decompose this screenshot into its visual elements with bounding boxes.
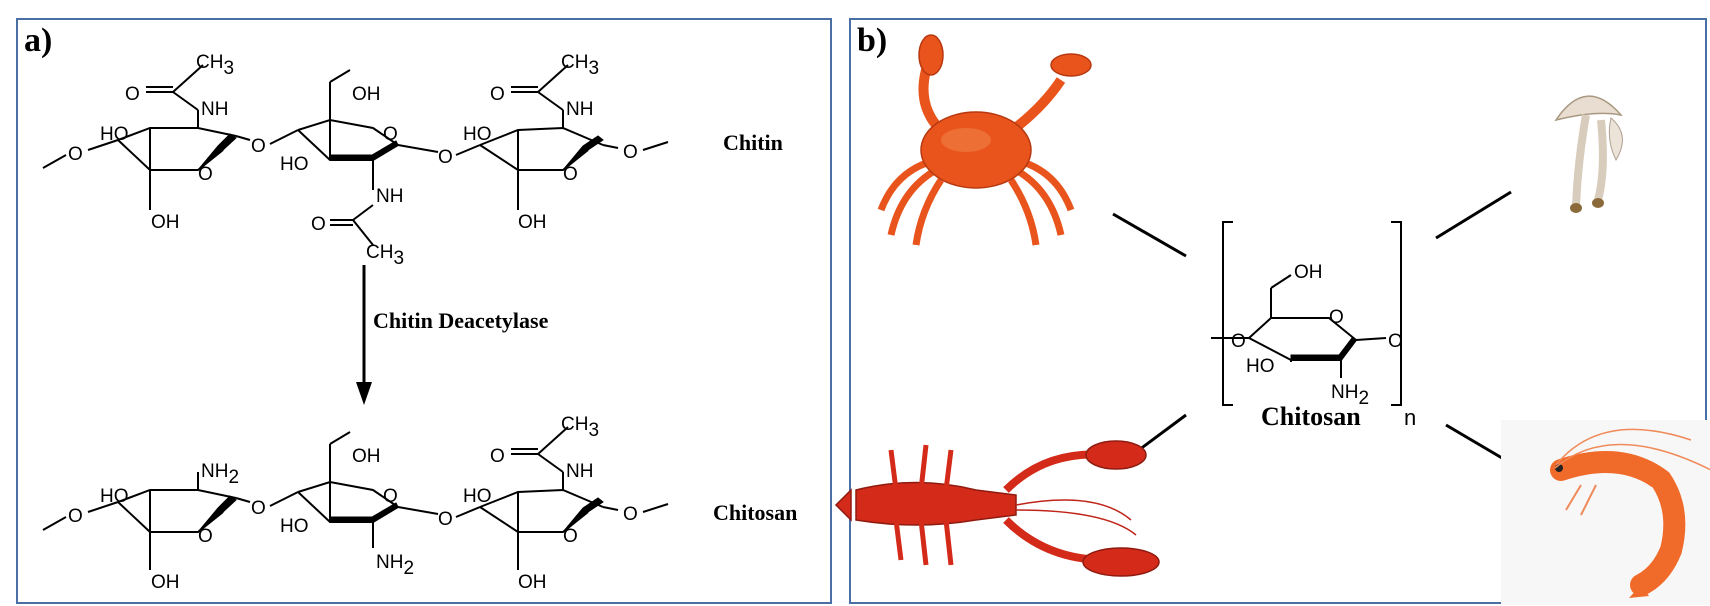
atom-nh: NH xyxy=(566,99,593,120)
chitin-ring-1 xyxy=(42,64,251,210)
atom-o: O xyxy=(311,214,326,235)
atom-nh: NH xyxy=(201,99,228,120)
atom-ho: HO xyxy=(1246,356,1275,377)
atom-ho: HO xyxy=(463,124,492,145)
chitin-label: Chitin xyxy=(723,130,783,155)
connector-crab xyxy=(1112,212,1187,258)
atom-ho: HO xyxy=(463,486,492,507)
atom-o: O xyxy=(490,446,505,467)
atom-o: O xyxy=(563,164,578,185)
atom-ch3: CH3 xyxy=(561,414,599,441)
atom-o: O xyxy=(251,136,266,157)
atom-o: O xyxy=(198,526,213,547)
chitosan-structure-a: O HO O NH2 OH O OH HO O NH2 O xyxy=(42,414,669,593)
atom-nh2: NH2 xyxy=(376,552,414,579)
bracket-left xyxy=(1222,221,1233,406)
atom-o: O xyxy=(383,124,398,145)
atom-nh2: NH2 xyxy=(1331,382,1369,409)
atom-o: O xyxy=(1329,307,1344,328)
chitin-structure: O HO O NH O CH3 OH O xyxy=(42,52,669,269)
atom-o: O xyxy=(125,84,140,105)
chitosan-ring-1 xyxy=(42,472,251,570)
lobster-image xyxy=(834,440,1160,577)
structures-svg: O HO O NH O CH3 OH O xyxy=(42,52,669,593)
reaction-arrow xyxy=(356,265,372,405)
atom-oh: OH xyxy=(1294,262,1323,283)
atom-o: O xyxy=(438,147,453,168)
atom-oh: OH xyxy=(352,84,381,105)
atom-ho: HO xyxy=(280,516,309,537)
atom-o: O xyxy=(490,84,505,105)
atom-ho: HO xyxy=(280,154,309,175)
mushroom-image xyxy=(1554,95,1624,213)
atom-ch3: CH3 xyxy=(561,52,599,79)
enzyme-label: Chitin Deacetylase xyxy=(373,308,549,333)
panel-a-label: a) xyxy=(24,22,53,59)
atom-oh: OH xyxy=(151,212,180,233)
atom-o: O xyxy=(68,144,83,165)
chitin-ring-2 xyxy=(269,69,439,246)
connector-mushroom xyxy=(1435,190,1512,240)
bracket-right xyxy=(1391,221,1402,406)
atom-ch3: CH3 xyxy=(366,242,404,269)
chitin-ring-3 xyxy=(455,64,669,210)
panel-b-svg: O OH O HO NH2 O n xyxy=(834,34,1710,605)
atom-o: O xyxy=(68,506,83,527)
atom-o: O xyxy=(1388,331,1403,352)
atom-oh: OH xyxy=(518,572,547,593)
atom-o: O xyxy=(623,504,638,525)
chitosan-ring-3 xyxy=(455,426,669,570)
atom-nh: NH xyxy=(376,186,403,207)
atom-o: O xyxy=(383,486,398,507)
chitosan-label-a: Chitosan xyxy=(713,500,798,525)
atom-o: O xyxy=(1231,331,1246,352)
atom-nh: NH xyxy=(566,461,593,482)
crab-image xyxy=(877,34,1092,246)
atom-oh: OH xyxy=(518,212,547,233)
chitosan-label-b: Chitosan xyxy=(1261,402,1361,431)
panel-a: a) Chitin Chitin Deacetylase Chitosan xyxy=(16,18,832,604)
atom-oh: OH xyxy=(352,446,381,467)
atom-ho: HO xyxy=(100,124,129,145)
chitosan-monomer xyxy=(1211,221,1402,406)
atom-ch3: CH3 xyxy=(196,52,234,79)
shrimp-image xyxy=(1501,420,1710,605)
atom-oh: OH xyxy=(151,572,180,593)
atom-o: O xyxy=(563,526,578,547)
panel-b-label: b) xyxy=(857,22,888,59)
atom-ho: HO xyxy=(100,486,129,507)
panel-b: b) Chitosan O OH O HO NH2 O n xyxy=(834,18,1710,605)
repeat-subscript-n: n xyxy=(1404,405,1416,430)
atom-nh2: NH2 xyxy=(201,461,239,488)
chitosan-ring-2 xyxy=(269,431,439,548)
atom-o: O xyxy=(251,498,266,519)
atom-o: O xyxy=(623,142,638,163)
atom-o: O xyxy=(438,509,453,530)
atom-o: O xyxy=(198,164,213,185)
